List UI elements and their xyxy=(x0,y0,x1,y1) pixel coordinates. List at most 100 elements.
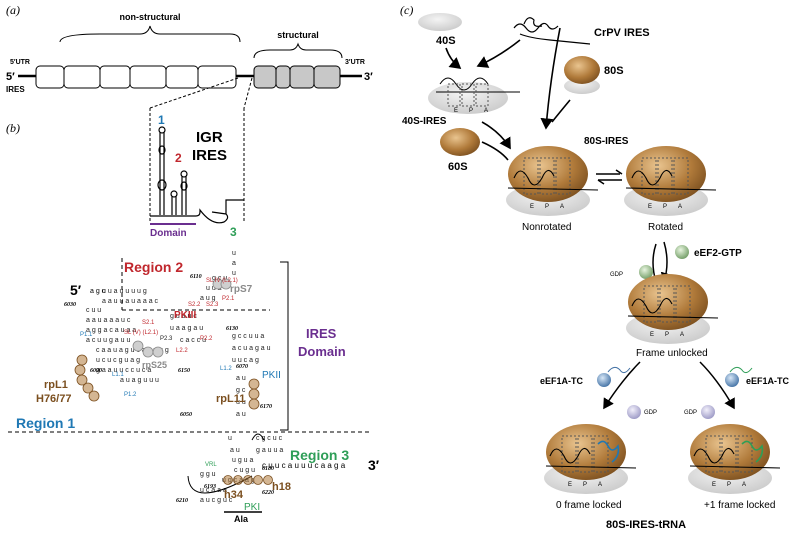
svg-text:u c a a a: u c a a a xyxy=(200,487,227,494)
eef2-gtp-ball xyxy=(675,245,689,259)
site-label-a: A xyxy=(678,204,682,210)
ires-domain-bracket xyxy=(280,261,289,431)
site-label-a: A xyxy=(560,204,564,210)
s40-label: 40S xyxy=(436,35,456,47)
non-structural-brace xyxy=(59,25,241,43)
p21-label: P2.1 xyxy=(222,296,235,302)
vrl-label: VRL xyxy=(205,462,217,468)
svg-text:a a u u a u a a a c: a a u u a u a a a c xyxy=(102,298,159,305)
svg-text:6110: 6110 xyxy=(190,274,202,280)
eef1a-tc-1-ball xyxy=(725,373,739,387)
svg-text:u g u a: u g u a xyxy=(232,457,254,464)
s80-label: 80S xyxy=(604,65,624,77)
ribosome-nonrotated xyxy=(506,146,599,216)
svg-text:u: u xyxy=(232,250,236,257)
s21-label: S2.1 xyxy=(142,320,155,326)
site-label-e: E xyxy=(568,482,572,488)
region-3-label: Region 3 xyxy=(290,447,349,463)
svg-text:6210: 6210 xyxy=(176,498,188,504)
site-label-e: E xyxy=(648,204,652,210)
domain-2-label: 2 xyxy=(175,151,182,165)
svg-text:6150: 6150 xyxy=(178,368,190,374)
svg-text:a u: a u xyxy=(230,447,240,454)
igr-dashed-box xyxy=(149,108,245,222)
pkiii-label: PKIII xyxy=(174,310,196,321)
ribosome-frame-unlocked xyxy=(626,274,719,344)
eef1a-tc-1-label: eEF1A-TC xyxy=(746,376,790,386)
three-tail-seq: c u u c a u u u c a a g a xyxy=(262,461,346,470)
h18-h34-contacts xyxy=(223,475,273,485)
svg-text:a c u u g a u u: a c u u g a u u xyxy=(86,337,130,344)
arrow-80s-merge xyxy=(551,99,571,123)
pki-label: PKI xyxy=(244,502,260,513)
svg-text:g g u: g g u xyxy=(200,471,216,478)
p23-label: P2.3 xyxy=(160,336,173,342)
arrow-ires-to-complex xyxy=(476,39,521,68)
arrow-to-plus1frame xyxy=(699,361,735,410)
three-prime-b: 3′ xyxy=(368,457,380,473)
site-label-p: P xyxy=(545,204,549,210)
nonrotated-label: Nonrotated xyxy=(522,222,571,233)
sliv-label: SL IV (L2.1) xyxy=(206,278,238,284)
rps7-rps25-contacts xyxy=(132,278,232,358)
svg-text:u u c a g: u u c a g xyxy=(232,357,259,364)
svg-text:6070: 6070 xyxy=(236,364,248,370)
panel-a-label: (a) xyxy=(6,3,20,17)
ribosome-0-frame xyxy=(544,424,637,494)
frame-unlocked-label: Frame unlocked xyxy=(636,348,708,359)
svg-text:g c c u u a: g c c u u a xyxy=(232,333,264,340)
svg-text:6030: 6030 xyxy=(64,302,76,308)
svg-text:6130: 6130 xyxy=(226,326,238,332)
rpl1-contacts xyxy=(74,354,100,402)
site-label-a: A xyxy=(742,482,746,488)
panel-b: (b) IGR IRES 1 2 3 Domain xyxy=(6,108,380,524)
eef1a-tc-0-label: eEF1A-TC xyxy=(540,376,584,386)
crpv-ires-icon xyxy=(513,17,591,45)
site-label-p: P xyxy=(665,332,669,338)
svg-text:c g c u c: c g c u c xyxy=(256,435,283,442)
p22-label: P2.2 xyxy=(200,336,213,342)
site-label-p: P xyxy=(583,482,587,488)
igr-stem-loops xyxy=(150,126,244,224)
panel-c: (c) 40S CrPV IRES 80S 40S-IRES 60S 80S-I… xyxy=(400,3,790,531)
svg-text:c u g u: c u g u xyxy=(234,467,255,474)
h18-label: h18 xyxy=(272,481,291,493)
three-utr-label: 3′UTR xyxy=(345,59,365,66)
igr-label: IGR xyxy=(196,129,223,146)
gdp-label-0: GDP xyxy=(644,410,657,416)
site-label-e: E xyxy=(530,204,534,210)
eef2-gdp-label: GDP xyxy=(610,272,623,278)
svg-text:a u: a u xyxy=(236,375,246,382)
svg-text:a a u a a a u c: a a u a a a u c xyxy=(86,317,131,324)
svg-text:c a c c u: c a c c u xyxy=(180,337,206,344)
domain-3-label: 3 xyxy=(230,225,237,239)
s60-label: 60S xyxy=(448,161,468,173)
site-label-e: E xyxy=(454,108,458,114)
free-40s xyxy=(418,13,462,31)
ribosome-rotated xyxy=(624,146,717,216)
s22-label: S2.2 xyxy=(188,302,201,308)
svg-text:g c u: g c u xyxy=(212,275,227,282)
svg-text:6170: 6170 xyxy=(260,404,272,410)
rpl11-contacts xyxy=(248,378,260,410)
svg-text:6090: 6090 xyxy=(90,368,102,374)
svg-text:g u a u c: g u a u c xyxy=(170,313,197,320)
pkii-label: PKII xyxy=(262,370,281,381)
pki-loop xyxy=(251,433,265,441)
structural-brace xyxy=(253,42,343,59)
svg-text:u: u xyxy=(232,270,236,277)
svg-text:u u a u u u u g: u u a u u u u g xyxy=(102,288,147,295)
h7677-label: H76/77 xyxy=(36,393,71,405)
site-label-a: A xyxy=(598,482,602,488)
gdp-ball-0 xyxy=(627,405,641,419)
five-utr-label: 5′UTR xyxy=(10,59,30,66)
zoom-line-left xyxy=(149,77,239,109)
trna-blue-icon xyxy=(607,366,631,374)
site-label-p: P xyxy=(727,482,731,488)
domain-1-label: 1 xyxy=(158,113,165,127)
ribosome-plus1-frame xyxy=(688,424,781,494)
h34-label: h34 xyxy=(224,489,244,501)
svg-text:6180: 6180 xyxy=(262,466,274,472)
five-prefix-seq: a g c xyxy=(90,288,106,295)
